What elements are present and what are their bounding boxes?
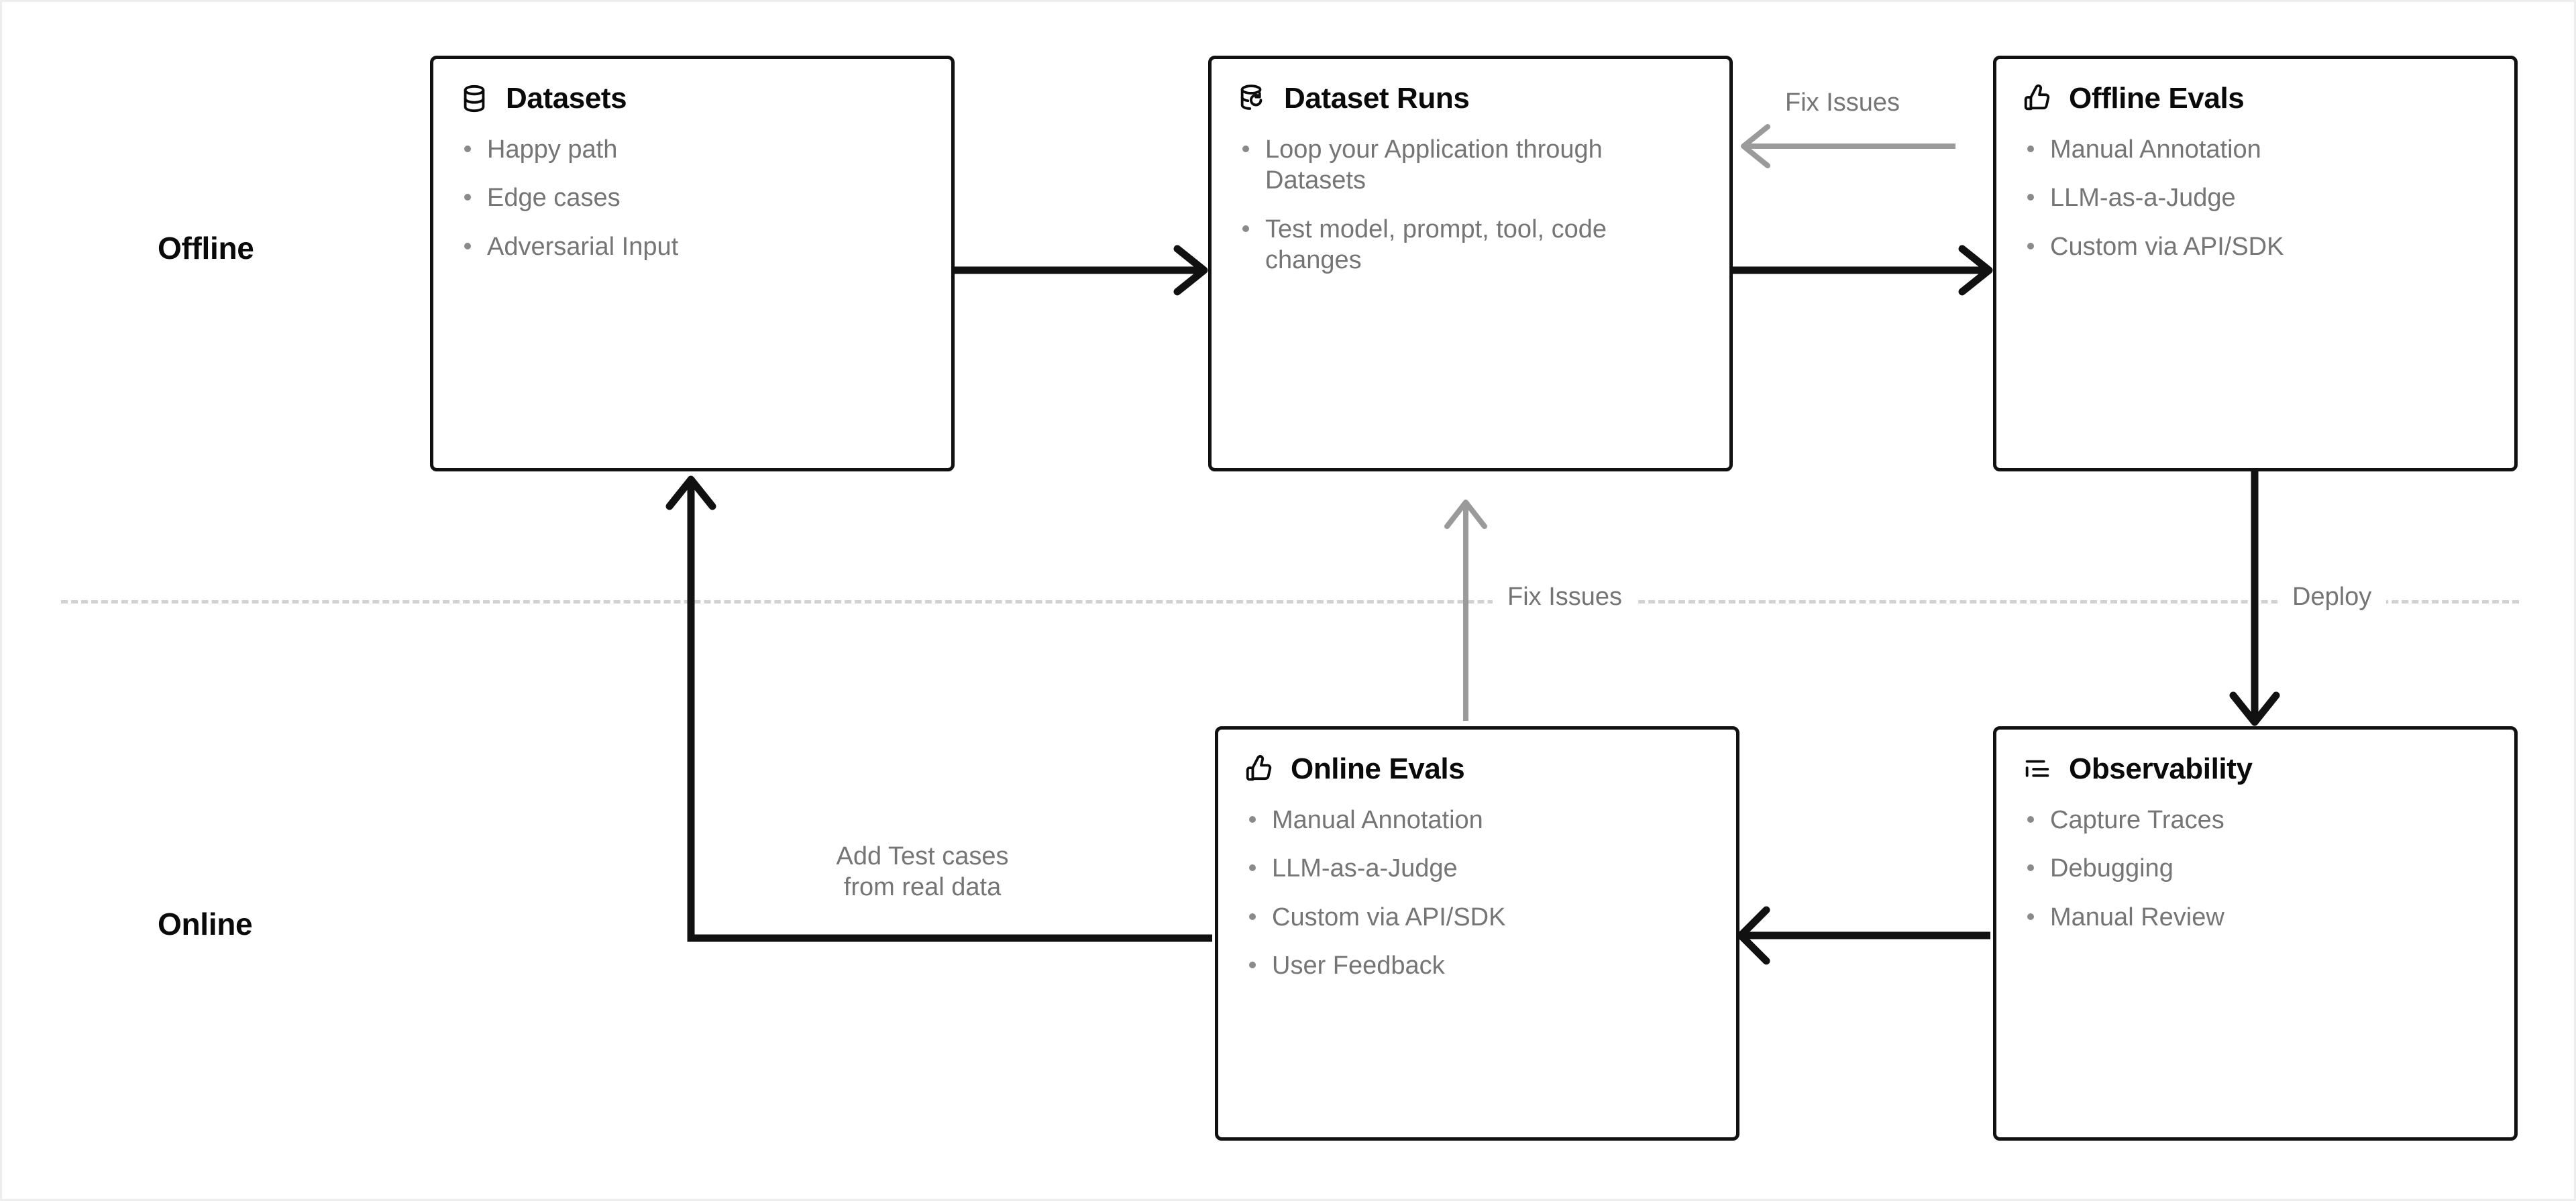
bullet-dot <box>2027 816 2034 823</box>
list-item-label: Manual Annotation <box>1272 806 1483 834</box>
list-item-label: Custom via API/SDK <box>2050 232 2284 261</box>
node-offline-evals[interactable]: Offline Evals Manual Annotation LLM-as-a… <box>1993 56 2518 471</box>
node-offline-evals-header: Offline Evals <box>2022 82 2489 115</box>
lane-label-offline: Offline <box>158 231 254 266</box>
list-item: User Feedback <box>1244 950 1711 981</box>
list-item-label: LLM-as-a-Judge <box>2050 184 2236 213</box>
node-datasets-bullets: Happy path Edge cases Adversarial Input <box>459 134 926 262</box>
list-item: Loop your Application through Datasets <box>1237 134 1704 196</box>
thumbs-up-icon <box>1244 754 1275 785</box>
list-item: Debugging <box>2022 853 2489 884</box>
node-online-evals-header: Online Evals <box>1244 752 1711 786</box>
list-item-label: Edge cases <box>487 184 621 213</box>
bullet-dot <box>464 146 471 152</box>
thumbs-up-icon <box>2022 83 2053 114</box>
node-datasets[interactable]: Datasets Happy path Edge cases Adversari… <box>430 56 955 471</box>
edge-dataset-runs-to-offline-evals <box>1733 245 1993 296</box>
bullet-dot <box>2027 194 2034 201</box>
list-item: Manual Annotation <box>1244 805 1711 836</box>
node-dataset-runs-title: Dataset Runs <box>1284 82 1470 115</box>
bullet-dot <box>1242 146 1249 152</box>
bullet-dot <box>1249 962 1256 969</box>
bullet-dot <box>464 242 471 249</box>
node-offline-evals-title: Offline Evals <box>2069 82 2245 115</box>
list-item-label: LLM-as-a-Judge <box>1272 854 1458 883</box>
node-dataset-runs-header: Dataset Runs <box>1237 82 1704 115</box>
edge-datasets-to-dataset-runs <box>955 245 1208 296</box>
list-item: Capture Traces <box>2022 805 2489 836</box>
list-item-label: Adversarial Input <box>487 232 679 261</box>
edge-online-evals-to-dataset-runs <box>1444 500 1487 721</box>
database-refresh-icon <box>1237 83 1268 114</box>
lane-label-online: Online <box>158 907 253 941</box>
edge-offline-evals-to-dataset-runs <box>1741 124 1955 168</box>
edge-observability-to-online-evals <box>1737 906 1990 965</box>
bullet-dot <box>1249 913 1256 920</box>
node-observability[interactable]: Observability Capture Traces Debugging M… <box>1993 726 2518 1141</box>
list-item-label: Custom via API/SDK <box>1272 903 1506 931</box>
node-observability-title: Observability <box>2069 752 2253 785</box>
edge-label-add-test-line1: Add Test cases <box>836 842 1009 870</box>
bullet-dot <box>1242 225 1249 232</box>
bullet-dot <box>2027 242 2034 249</box>
list-item-label: Test model, prompt, tool, code changes <box>1265 215 1607 275</box>
edge-label-add-test-cases: Add Test cases from real data <box>802 842 1043 903</box>
list-item: Custom via API/SDK <box>2022 231 2489 262</box>
offline-online-divider <box>61 600 2519 604</box>
node-dataset-runs-bullets: Loop your Application through Datasets T… <box>1237 134 1704 276</box>
divider-label-fix-issues: Fix Issues <box>1493 583 1638 612</box>
node-online-evals[interactable]: Online Evals Manual Annotation LLM-as-a-… <box>1215 726 1739 1141</box>
list-item-label: Happy path <box>487 135 618 164</box>
node-offline-evals-bullets: Manual Annotation LLM-as-a-Judge Custom … <box>2022 134 2489 262</box>
list-tree-icon <box>2022 754 2053 785</box>
edge-offline-evals-to-observability <box>2229 471 2280 726</box>
list-item: Manual Review <box>2022 902 2489 933</box>
edge-label-add-test-line2: from real data <box>843 872 1002 901</box>
list-item: Test model, prompt, tool, code changes <box>1237 214 1704 276</box>
node-dataset-runs[interactable]: Dataset Runs Loop your Application throu… <box>1208 56 1733 471</box>
bullet-dot <box>2027 913 2034 920</box>
list-item: Happy path <box>459 134 926 165</box>
node-datasets-header: Datasets <box>459 82 926 115</box>
list-item-label: Loop your Application through Datasets <box>1265 135 1603 195</box>
list-item: Custom via API/SDK <box>1244 902 1711 933</box>
node-observability-header: Observability <box>2022 752 2489 786</box>
node-observability-bullets: Capture Traces Debugging Manual Review <box>2022 805 2489 933</box>
bullet-dot <box>464 194 471 201</box>
list-item: Manual Annotation <box>2022 134 2489 165</box>
list-item: LLM-as-a-Judge <box>1244 853 1711 884</box>
divider-label-deploy: Deploy <box>2277 583 2387 612</box>
node-online-evals-title: Online Evals <box>1291 752 1465 785</box>
list-item-label: Capture Traces <box>2050 806 2224 834</box>
list-item-label: Manual Annotation <box>2050 135 2261 164</box>
bullet-dot <box>2027 146 2034 152</box>
node-online-evals-bullets: Manual Annotation LLM-as-a-Judge Custom … <box>1244 805 1711 981</box>
node-datasets-title: Datasets <box>506 82 627 115</box>
edge-label-fix-issues-top: Fix Issues <box>1785 89 1900 117</box>
bullet-dot <box>1249 864 1256 872</box>
bullet-dot <box>2027 864 2034 872</box>
list-item-label: Manual Review <box>2050 903 2224 931</box>
list-item-label: User Feedback <box>1272 952 1445 980</box>
list-item: Edge cases <box>459 182 926 213</box>
database-icon <box>459 83 490 114</box>
list-item: Adversarial Input <box>459 231 926 262</box>
bullet-dot <box>1249 816 1256 823</box>
list-item-label: Debugging <box>2050 854 2174 883</box>
list-item: LLM-as-a-Judge <box>2022 182 2489 213</box>
